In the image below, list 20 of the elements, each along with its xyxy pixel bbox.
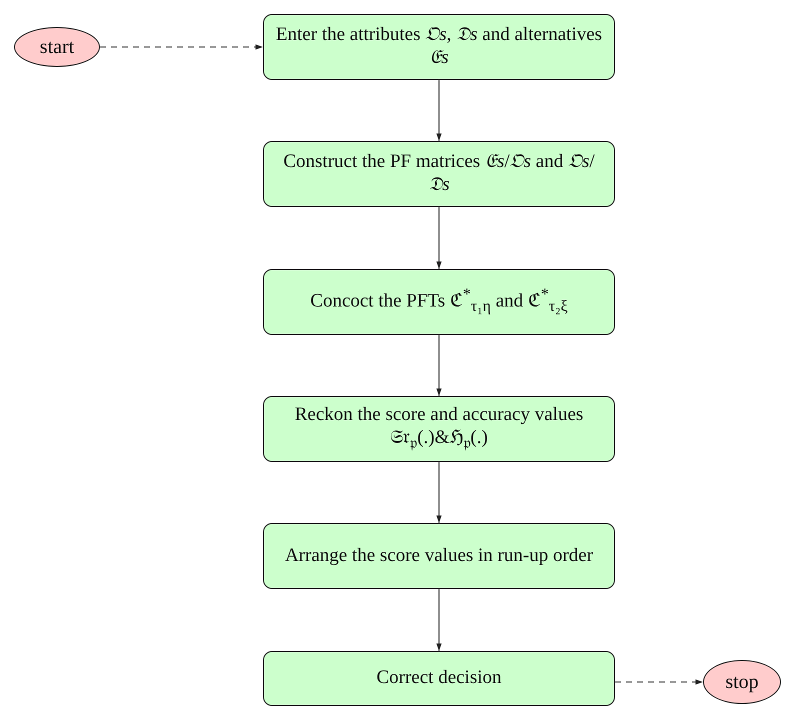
process-box: [263, 523, 615, 589]
arrow: [436, 462, 442, 523]
arrow: [436, 589, 442, 651]
process-box: [263, 141, 615, 207]
arrow: [436, 80, 442, 141]
node-text: Arrange the score values in run-up order: [284, 544, 594, 568]
node-text: Enter the attributes 𝔒s, 𝔇s and alternatives 𝔈s: [274, 24, 604, 70]
process-box: [263, 396, 615, 462]
arrow: [436, 335, 442, 396]
arrow: [100, 44, 263, 50]
node-text: Reckon the score and accuracy values 𝔖𝔯$_{𝔭}$(.)&ℌ$_{𝔭}$(.): [294, 404, 584, 454]
node-text: Construct the PF matrices 𝔈s/𝔒s and 𝔒s/𝔇s: [282, 151, 596, 197]
node-text: stop: [725, 670, 759, 694]
process-box: [263, 14, 615, 80]
arrow: [436, 207, 442, 269]
arrow: [615, 679, 703, 685]
node-text: Correct decision: [376, 667, 502, 690]
node-text: start: [40, 35, 74, 59]
process-box: [263, 269, 615, 335]
process-box: [263, 651, 615, 706]
